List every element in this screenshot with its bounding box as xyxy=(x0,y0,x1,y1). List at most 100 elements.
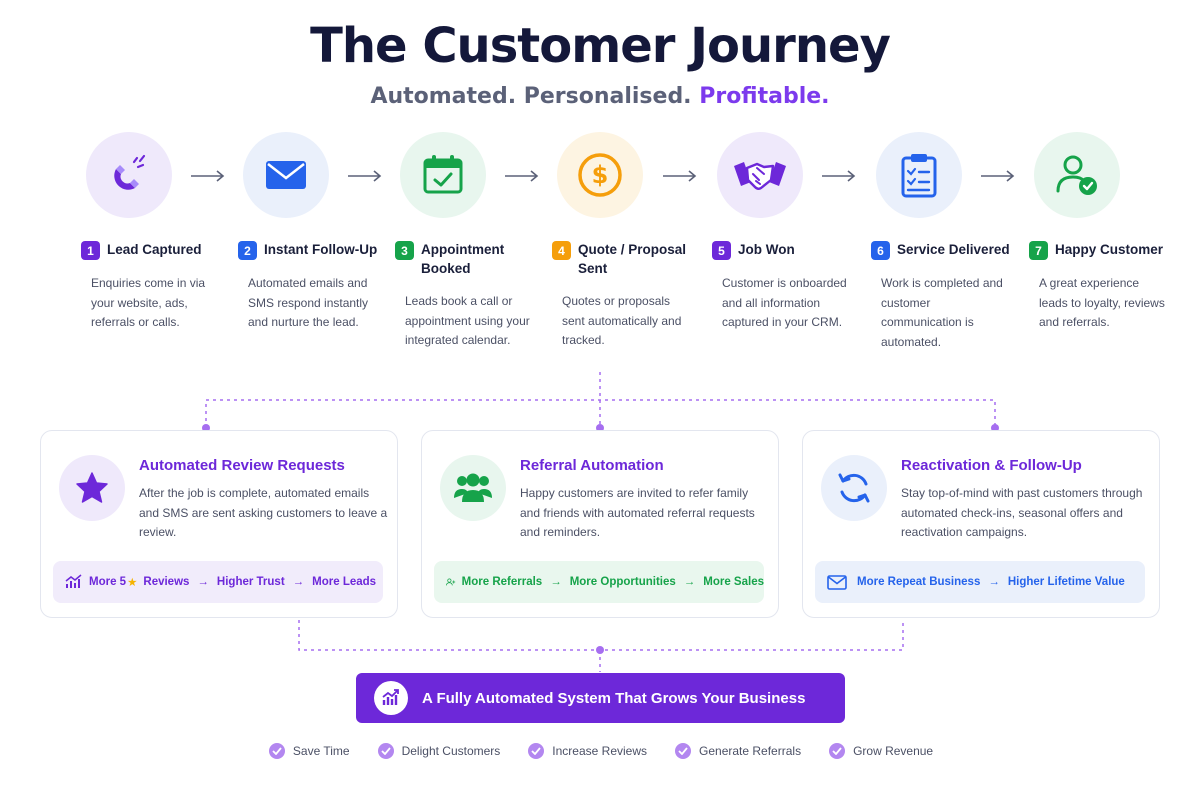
arrow-right-icon: → xyxy=(683,576,696,588)
arrow-right-icon xyxy=(505,170,539,182)
step-number: 3 xyxy=(395,241,414,260)
step-title: Job Won xyxy=(738,242,795,257)
chart-growth-icon xyxy=(382,689,399,705)
benefit-item: Delight Customers xyxy=(377,743,501,759)
card-icon-circle xyxy=(821,455,887,521)
outcome-item: More 5 xyxy=(89,576,127,588)
banner-icon-circle xyxy=(374,681,408,715)
outcome-item: Higher Lifetime Value xyxy=(1007,576,1125,588)
step-description: Quotes or proposals sent automatically a… xyxy=(562,294,682,347)
step-number: 1 xyxy=(81,241,100,260)
page-title: The Customer Journey xyxy=(310,18,891,74)
summary-banner: A Fully Automated System That Grows Your… xyxy=(356,673,845,723)
step-icon-circle xyxy=(876,132,962,218)
check-circle-icon xyxy=(268,743,285,759)
benefit-item: Save Time xyxy=(268,743,350,759)
chart-trend-icon xyxy=(65,574,82,588)
calendar-check-icon xyxy=(423,155,463,194)
card-description: Happy customers are invited to refer fam… xyxy=(520,486,755,539)
card-automated-review-requests: Automated Review Requests After the job … xyxy=(40,430,398,618)
card-outcome-bar: More Repeat Business → Higher Lifetime V… xyxy=(815,561,1145,603)
benefit-item: Generate Referrals xyxy=(675,743,801,759)
journey-step-job-won: 5 Job Won Customer is onboarded and all … xyxy=(712,132,862,333)
arrow-right-icon xyxy=(663,170,697,182)
card-title: Referral Automation xyxy=(520,457,664,474)
envelope-icon xyxy=(827,574,847,590)
step-icon-circle xyxy=(243,132,329,218)
step-title: Service Delivered xyxy=(897,242,1010,257)
benefit-label: Save Time xyxy=(292,744,350,758)
step-title: Happy Customer xyxy=(1055,242,1164,257)
check-circle-icon xyxy=(377,743,394,759)
outcome-item: More Sales xyxy=(703,576,764,588)
arrow-right-icon: → xyxy=(988,576,1000,588)
benefit-item: Increase Reviews xyxy=(528,743,647,759)
step-number: 4 xyxy=(552,241,571,260)
arrow-right-icon: → xyxy=(550,576,562,588)
check-circle-icon xyxy=(528,743,545,759)
refresh-icon xyxy=(838,473,870,503)
arrow-right-icon xyxy=(191,170,225,182)
journey-step-appointment-booked: 3 Appointment Booked Leads book a call o… xyxy=(395,132,545,351)
step-description: Customer is onboarded and all informatio… xyxy=(722,276,847,329)
card-reactivation-follow-up: Reactivation & Follow-Up Stay top-of-min… xyxy=(802,430,1160,618)
journey-step-service-delivered: 6 Service Delivered Work is completed an… xyxy=(871,132,1021,352)
step-icon-circle xyxy=(717,132,803,218)
check-circle-icon xyxy=(829,743,846,759)
star-icon xyxy=(76,472,108,503)
step-description: Automated emails and SMS respond instant… xyxy=(248,276,369,329)
card-title: Reactivation & Follow-Up xyxy=(901,457,1082,474)
step-icon-circle xyxy=(400,132,486,218)
subtitle-plain: Automated. Personalised. xyxy=(370,84,692,109)
step-title: Quote / Proposal Sent xyxy=(578,242,687,276)
journey-step-happy-customer: 7 Happy Customer A great experience lead… xyxy=(1029,132,1194,333)
benefit-item: Grow Revenue xyxy=(829,743,933,759)
banner-text: A Fully Automated System That Grows Your… xyxy=(422,689,806,707)
card-outcome-bar: More 5★ Reviews → Higher Trust → More Le… xyxy=(53,561,383,603)
step-description: A great experience leads to loyalty, rev… xyxy=(1039,276,1165,329)
arrow-right-icon xyxy=(822,170,856,182)
arrow-right-icon xyxy=(348,170,382,182)
user-check-icon xyxy=(1056,155,1097,195)
benefit-label: Generate Referrals xyxy=(699,744,802,758)
benefits-list: Save Time Delight Customers Increase Rev… xyxy=(0,743,1200,759)
step-description: Leads book a call or appointment using y… xyxy=(405,294,530,347)
svg-text:$: $ xyxy=(592,161,609,189)
arrow-right-icon: → xyxy=(292,576,305,588)
step-icon-circle: $ xyxy=(557,132,643,218)
benefit-label: Increase Reviews xyxy=(552,744,648,758)
outcome-item: Reviews xyxy=(143,576,190,588)
magnet-icon xyxy=(114,154,146,190)
card-title: Automated Review Requests xyxy=(139,457,345,474)
card-icon-circle xyxy=(59,455,125,521)
card-description: After the job is complete, automated ema… xyxy=(139,486,388,539)
page-subtitle: Automated. Personalised. Profitable. xyxy=(0,84,1200,109)
card-outcome-bar: More Referrals → More Opportunities → Mo… xyxy=(434,561,764,603)
handshake-icon xyxy=(734,162,786,190)
star-small-icon: ★ xyxy=(127,577,138,589)
step-number: 7 xyxy=(1029,241,1048,260)
users-group-icon xyxy=(454,473,492,502)
user-plus-icon xyxy=(446,578,456,586)
outcome-item: Higher Trust xyxy=(216,576,285,588)
step-title: Lead Captured xyxy=(107,242,202,257)
dollar-coin-icon: $ xyxy=(578,153,622,197)
envelope-icon xyxy=(266,161,306,189)
step-title: Appointment Booked xyxy=(421,242,505,276)
step-description: Enquiries come in via your website, ads,… xyxy=(91,276,206,329)
benefit-label: Grow Revenue xyxy=(853,744,934,758)
arrow-right-icon xyxy=(981,170,1015,182)
benefit-label: Delight Customers xyxy=(401,744,501,758)
journey-step-quote-proposal-sent: $ 4 Quote / Proposal Sent Quotes or prop… xyxy=(552,132,702,351)
arrow-right-icon: → xyxy=(197,576,209,588)
card-referral-automation: Referral Automation Happy customers are … xyxy=(421,430,779,618)
step-title: Instant Follow-Up xyxy=(264,242,378,257)
outcome-item: More Repeat Business xyxy=(857,576,981,588)
subtitle-highlight: Profitable. xyxy=(699,84,830,109)
step-number: 6 xyxy=(871,241,890,260)
outcome-item: More Referrals xyxy=(461,576,543,588)
clipboard-checklist-icon xyxy=(901,154,937,198)
card-icon-circle xyxy=(440,455,506,521)
journey-step-lead-captured: 1 Lead Captured Enquiries come in via yo… xyxy=(81,132,231,333)
step-icon-circle xyxy=(1034,132,1120,218)
